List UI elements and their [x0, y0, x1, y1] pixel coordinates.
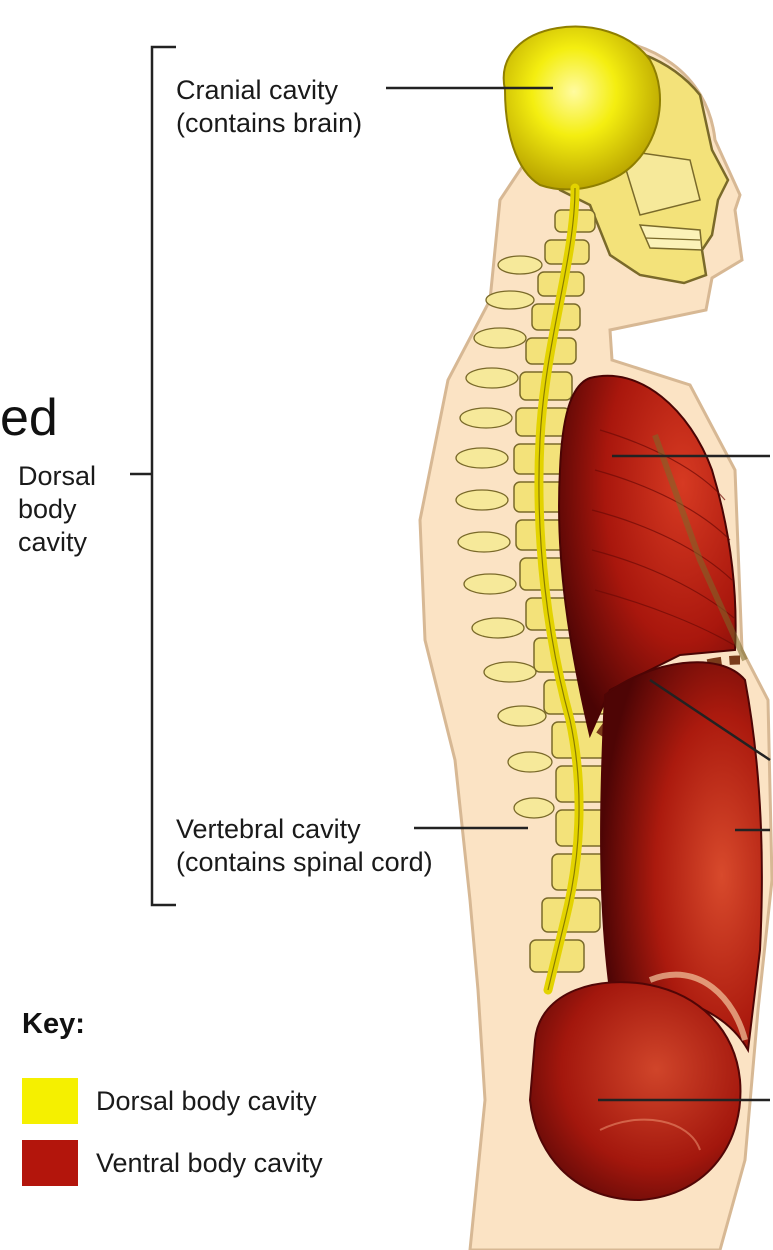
key-swatch-ventral: [22, 1140, 78, 1186]
dorsal-body-cavity-label: Dorsal body cavity: [18, 460, 96, 559]
key-swatch-dorsal: [22, 1078, 78, 1124]
pelvic-cavity: [530, 982, 740, 1200]
key-label-dorsal: Dorsal body cavity: [96, 1086, 317, 1117]
key-title: Key:: [22, 1008, 85, 1041]
vertebral-cavity-label: Vertebral cavity (contains spinal cord): [176, 813, 433, 879]
cranial-cavity-label: Cranial cavity (contains brain): [176, 74, 362, 140]
dorsal-bracket: [152, 47, 176, 905]
clipped-text-fragment: ed: [0, 388, 58, 448]
key-label-ventral: Ventral body cavity: [96, 1148, 323, 1179]
